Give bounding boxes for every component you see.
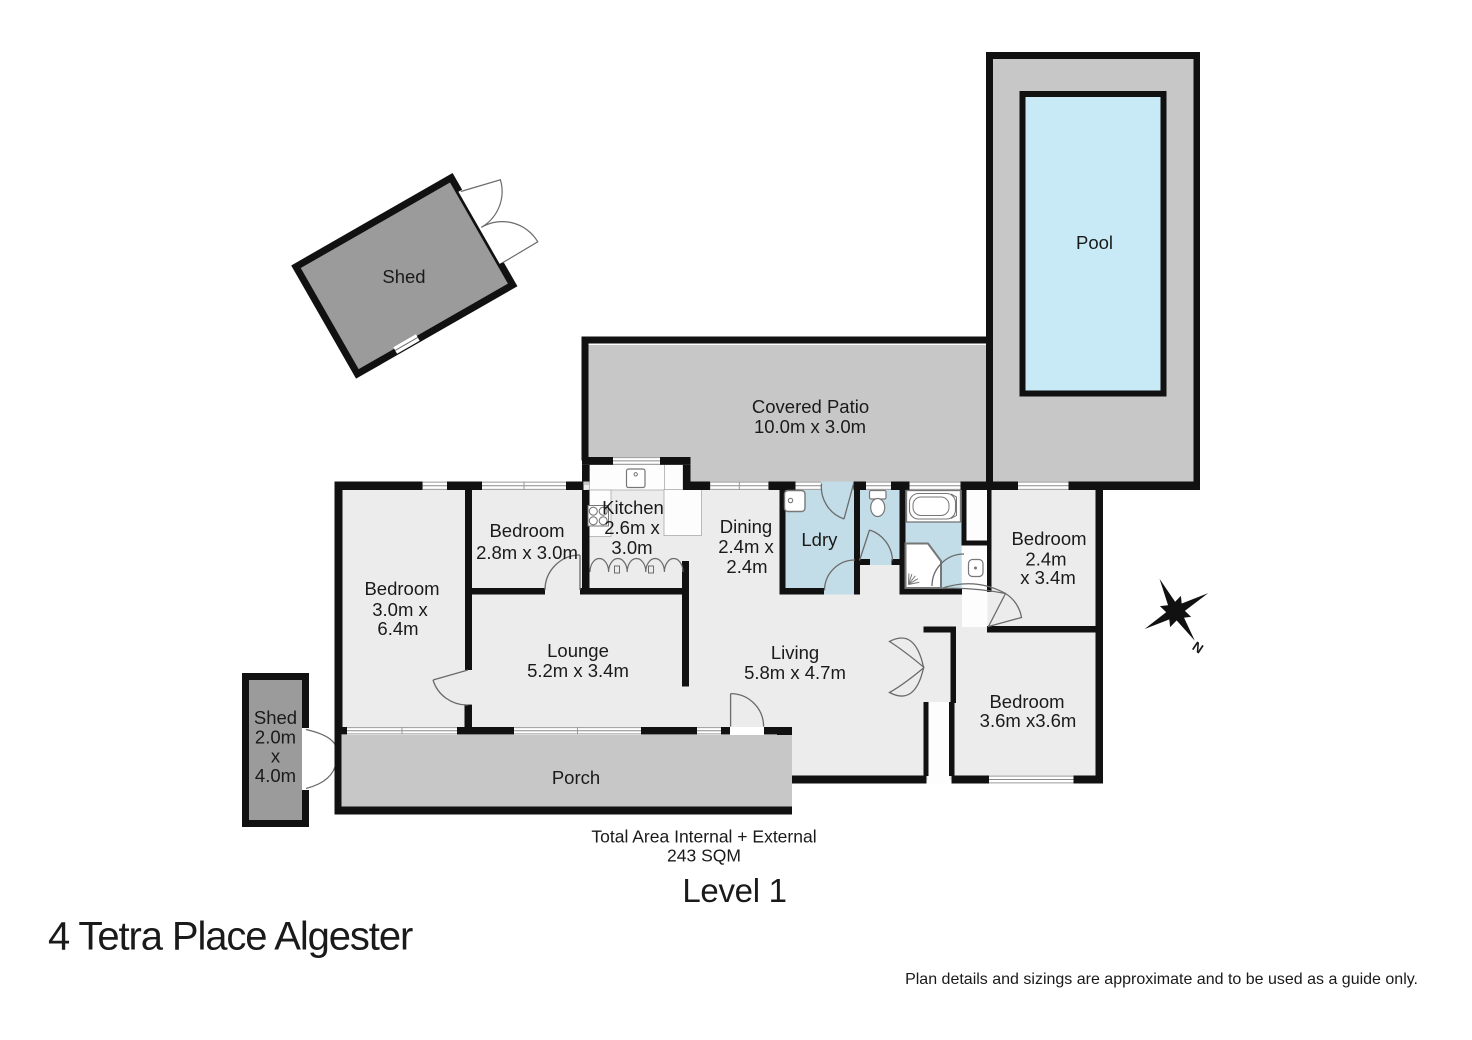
svg-text:Bedroom: Bedroom xyxy=(364,578,439,599)
svg-text:5.2m x 3.4m: 5.2m x 3.4m xyxy=(527,660,629,681)
svg-text:Bedroom: Bedroom xyxy=(1011,528,1086,549)
svg-text:x: x xyxy=(271,746,281,767)
svg-text:Living: Living xyxy=(771,642,819,663)
svg-text:243 SQM: 243 SQM xyxy=(667,846,741,866)
svg-text:x 3.4m: x 3.4m xyxy=(1020,567,1076,588)
svg-text:Dining: Dining xyxy=(720,516,772,537)
svg-text:Bedroom: Bedroom xyxy=(989,691,1064,712)
svg-text:2.4m: 2.4m xyxy=(726,556,767,577)
svg-text:Total Area Internal + External: Total Area Internal + External xyxy=(591,827,816,847)
svg-text:6.4m: 6.4m xyxy=(377,618,418,639)
svg-text:2.6m x: 2.6m x xyxy=(604,517,660,538)
svg-text:2.4m x: 2.4m x xyxy=(718,536,774,557)
svg-text:2.8m x 3.0m: 2.8m x 3.0m xyxy=(476,542,578,563)
svg-text:Covered Patio: Covered Patio xyxy=(752,396,869,417)
svg-text:4.0m: 4.0m xyxy=(255,765,296,786)
svg-text:Shed: Shed xyxy=(254,707,297,728)
svg-text:Lounge: Lounge xyxy=(547,640,609,661)
svg-text:Level 1: Level 1 xyxy=(682,872,786,909)
svg-text:3.0m: 3.0m xyxy=(611,537,652,558)
svg-text:Pool: Pool xyxy=(1076,232,1113,253)
svg-text:Porch: Porch xyxy=(552,767,600,788)
svg-text:3.0m x: 3.0m x xyxy=(372,599,428,620)
svg-text:2.4m: 2.4m xyxy=(1025,549,1066,570)
svg-text:Shed: Shed xyxy=(382,266,425,287)
svg-text:3.6m x3.6m: 3.6m x3.6m xyxy=(980,710,1077,731)
svg-text:Plan details and sizings are a: Plan details and sizings are approximate… xyxy=(905,971,1418,988)
svg-text:Ldry: Ldry xyxy=(801,529,838,550)
svg-text:Kitchen: Kitchen xyxy=(602,497,664,518)
svg-text:4 Tetra Place Algester: 4 Tetra Place Algester xyxy=(48,915,413,959)
svg-text:5.8m x 4.7m: 5.8m x 4.7m xyxy=(744,662,846,683)
svg-text:10.0m x 3.0m: 10.0m x 3.0m xyxy=(754,416,866,437)
svg-text:2.0m: 2.0m xyxy=(255,727,296,748)
svg-text:Bedroom: Bedroom xyxy=(489,520,564,541)
